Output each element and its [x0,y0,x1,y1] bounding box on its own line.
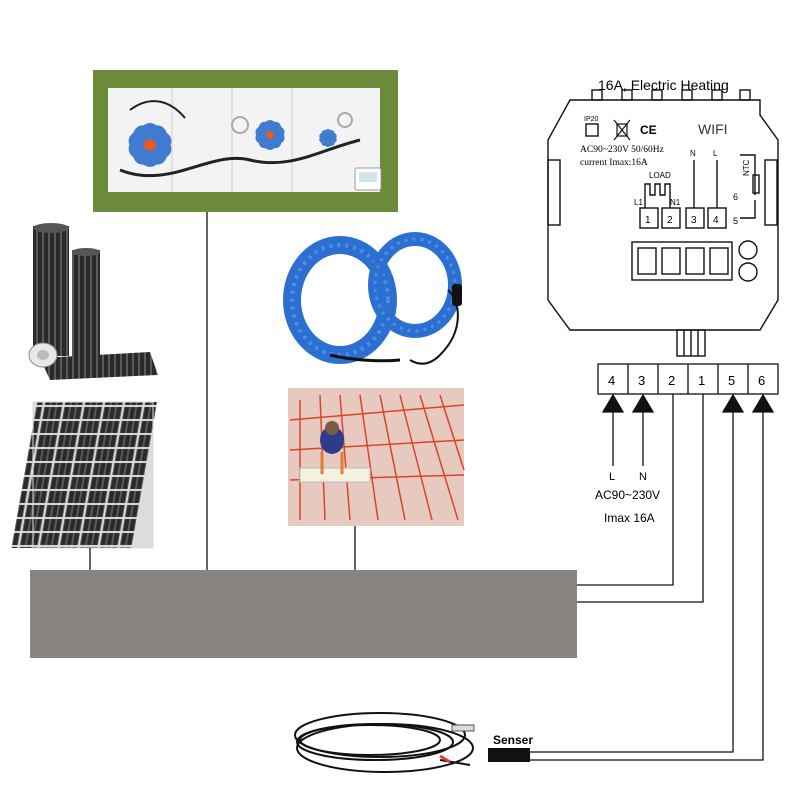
thermostat-back-panel [547,89,779,357]
power-input-arrows [601,393,655,466]
spec-current: current Imax:16A [580,158,648,168]
strip-terminal-6: 6 [758,373,765,388]
sensor-label: Senser [493,733,533,747]
ip-rating: IP20 [584,116,599,123]
flower-small-icon [319,129,337,147]
power-l-label: L [609,471,615,483]
ntc-pin-6: 6 [733,192,738,202]
heating-film-rolls-image [28,223,158,380]
strip-terminal-4: 4 [608,373,615,388]
heating-cable-coils-image [283,232,462,365]
weee-bin-icon [613,119,631,141]
l1-label: L1 [634,198,643,207]
flower-medium-icon [255,120,285,150]
flower-large-icon [128,123,172,167]
ntc-label: NTC [742,159,751,176]
load-bar [30,570,577,658]
n-label: N [690,149,696,158]
strip-terminal-5: 5 [728,373,735,388]
n1-label: N1 [670,198,681,207]
wall-panel-image [93,70,398,212]
strip-terminal-2: 2 [668,373,675,388]
thermostat-icon [354,167,382,191]
device-terminal-1: 1 [645,215,651,226]
ntc-pin-5: 5 [733,216,738,226]
power-n-label: N [639,471,647,483]
ce-mark: CE [640,123,657,137]
power-current: Imax 16A [604,511,655,525]
load-label: LOAD [649,171,671,180]
l-label: L [713,149,718,158]
strip-terminal-1: 1 [698,373,705,388]
device-title: 16A, Electric Heating [598,77,729,93]
terminal-strip [597,363,779,395]
heating-film-floor-image [11,401,158,549]
sensor-probe [488,748,530,762]
floor-installation-image [288,388,465,526]
device-terminal-3: 3 [691,215,697,226]
wifi-label: WIFI [698,121,728,137]
load-connection-lines [89,212,356,572]
sensor-arrows [721,393,775,413]
strip-terminal-3: 3 [638,373,645,388]
sensor-cable-image [294,712,475,773]
spec-voltage: AC90~230V 50/60Hz [580,145,664,155]
power-voltage: AC90~230V [595,488,660,502]
device-terminal-4: 4 [713,215,719,226]
worker-figure [299,421,371,483]
wiring-lines [528,394,764,761]
device-terminal-2: 2 [667,215,673,226]
